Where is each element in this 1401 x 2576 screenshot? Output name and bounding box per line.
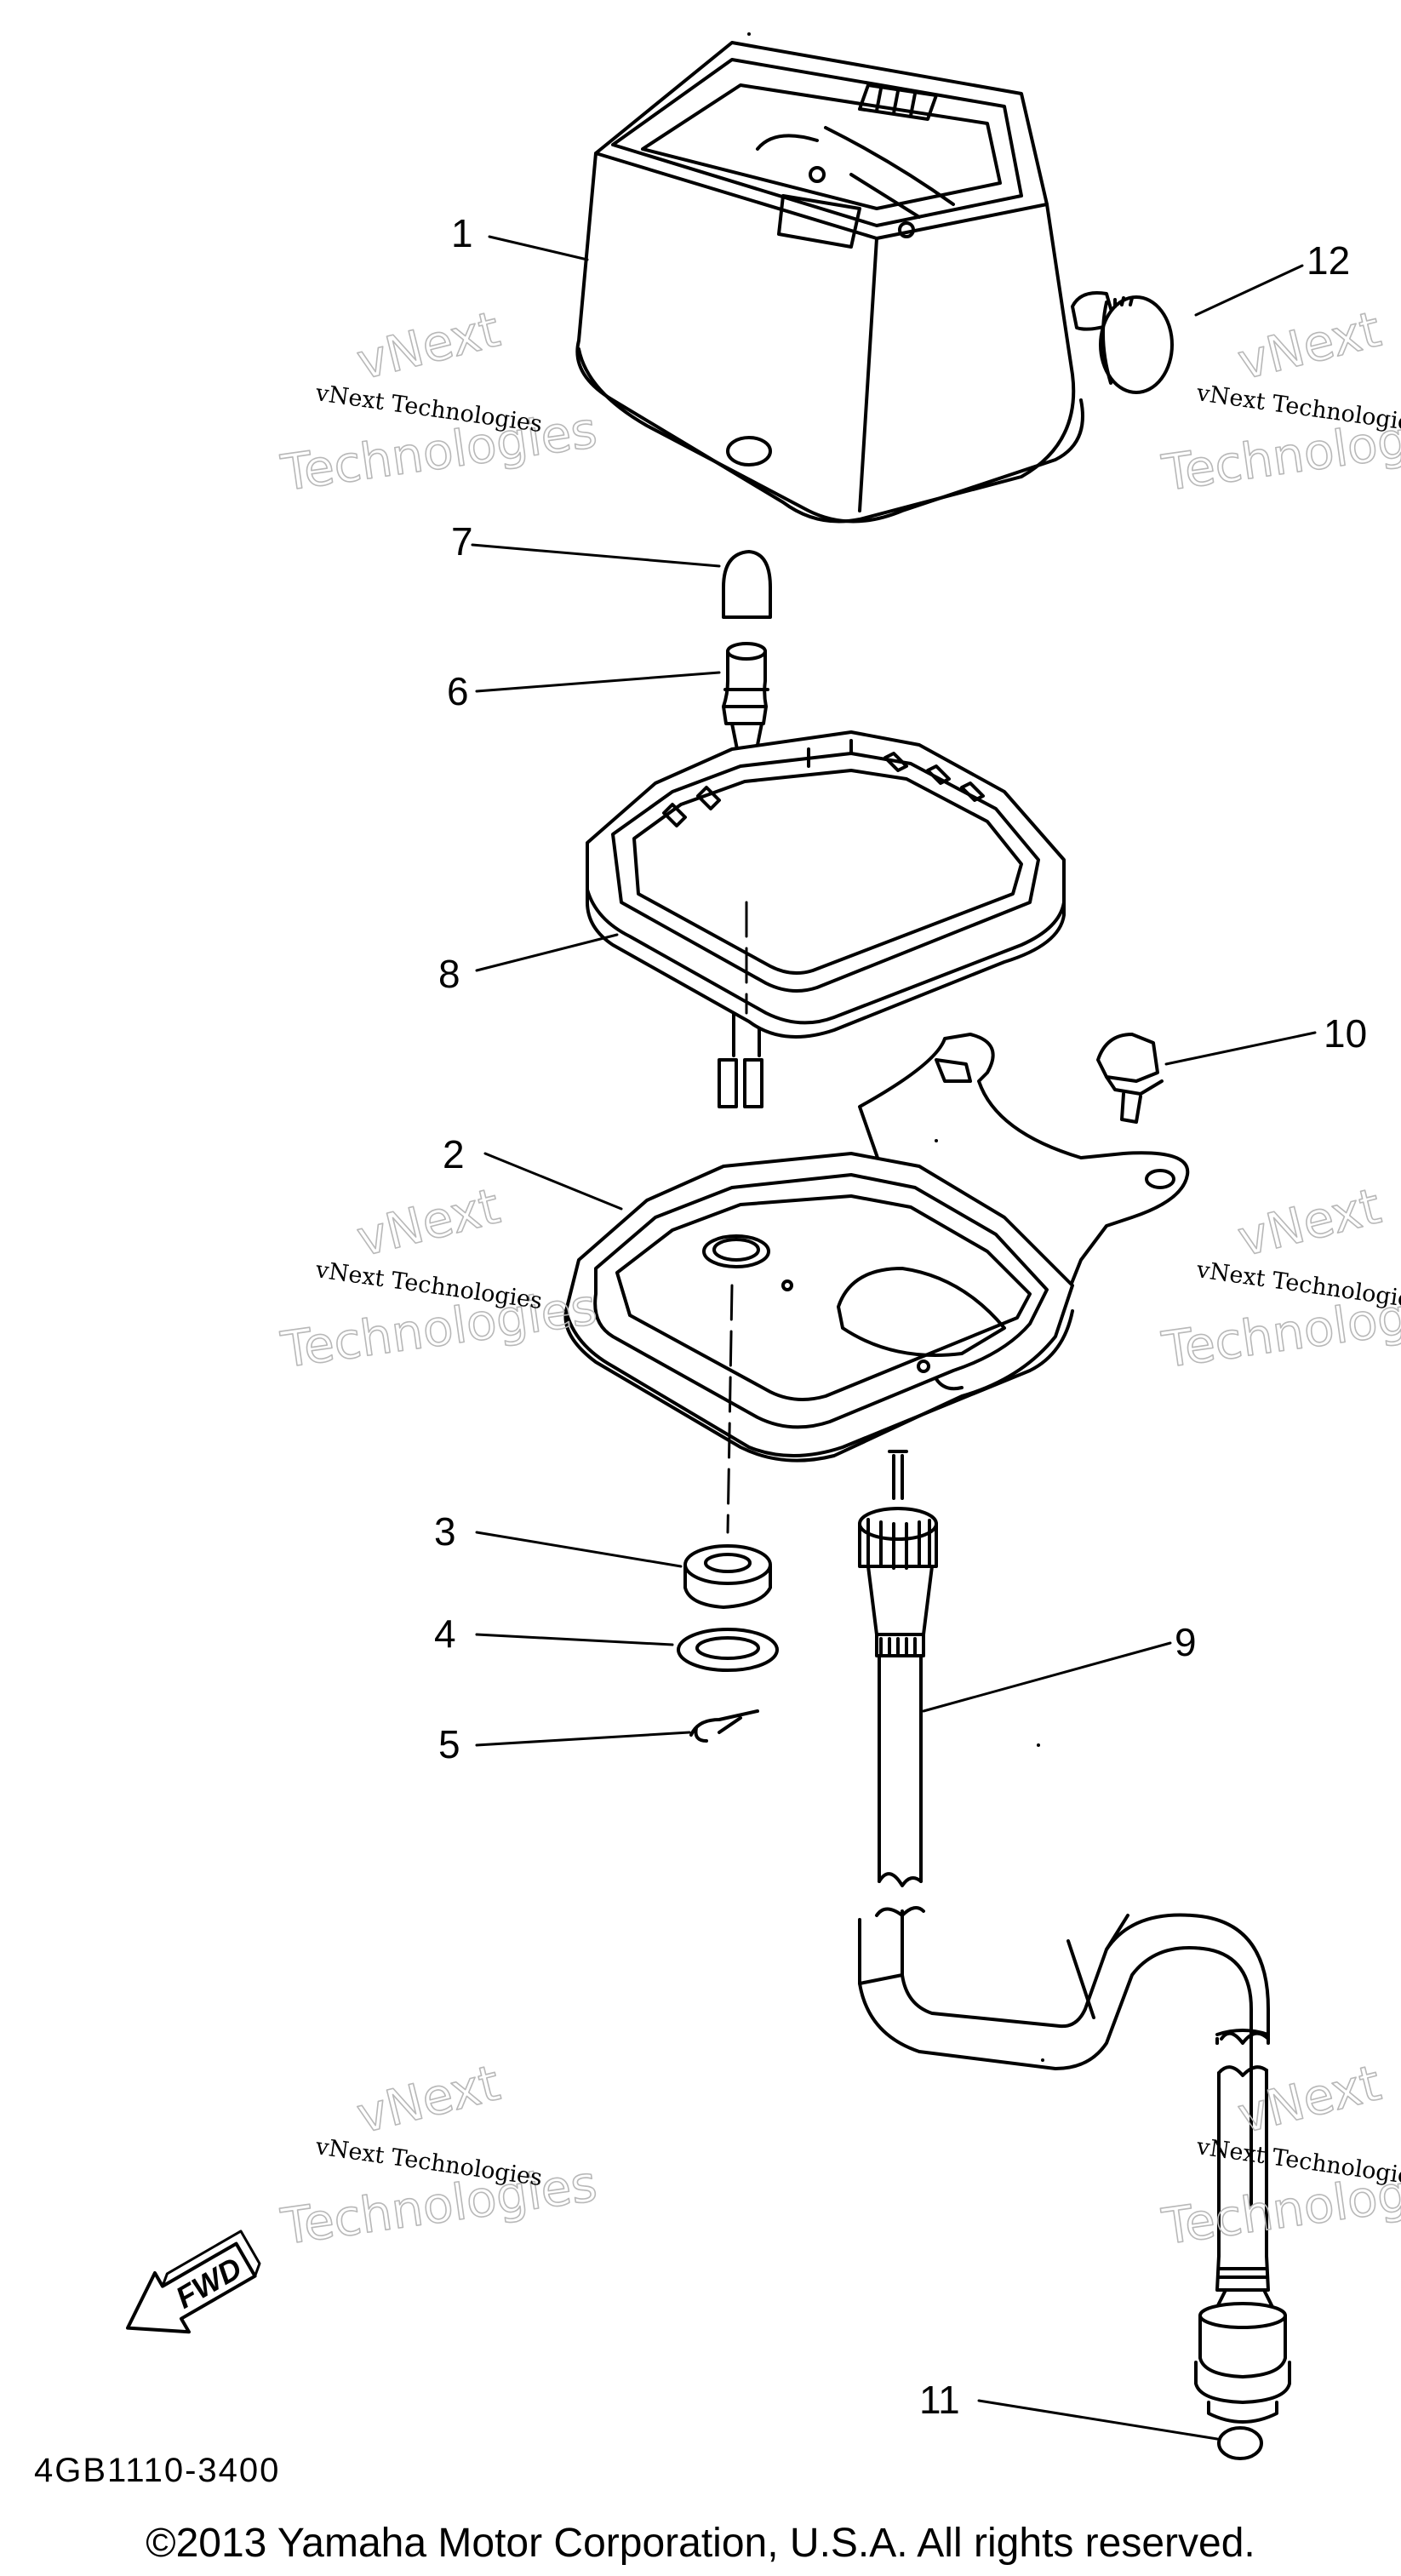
callout-9: 9 [1175, 1620, 1197, 1664]
meter-bracket-part [563, 1033, 1190, 1463]
washer-part [677, 1628, 779, 1672]
watermark-big-top: vNext [352, 300, 506, 391]
grommet-part [683, 1544, 772, 1609]
watermark: vNext Technologies vNext Technologies [277, 300, 601, 503]
bolt-part [1096, 1033, 1164, 1124]
watermark-big-top: vNext [352, 2053, 506, 2144]
watermark: vNext Technologies vNext Technologies [1158, 1176, 1401, 1380]
watermark: vNext Technologies vNext Technologies [1158, 2053, 1401, 2257]
callout-11: 11 [919, 2378, 960, 2422]
callout-5: 5 [438, 1722, 460, 1766]
watermark-big-top: vNext [1232, 300, 1387, 391]
scan-specks [747, 32, 1044, 2062]
watermark-big-top: vNext [352, 1176, 506, 1268]
callout-12: 12 [1307, 238, 1350, 283]
watermark-big-top: vNext [1232, 1176, 1387, 1268]
callout-1: 1 [451, 211, 473, 255]
callout-6: 6 [447, 669, 469, 713]
callout-2: 2 [443, 1132, 465, 1176]
cotter-pin-part [689, 1709, 759, 1743]
o-ring-part [1217, 2426, 1263, 2460]
callout-8: 8 [438, 952, 460, 996]
fwd-arrow-icon: FWD [126, 2230, 261, 2334]
copyright-notice: ©2013 Yamaha Motor Corporation, U.S.A. A… [146, 2521, 1255, 2566]
callout-4: 4 [434, 1611, 456, 1656]
callout-10: 10 [1324, 1011, 1367, 1056]
assembly-center-line [726, 901, 748, 1534]
callout-3: 3 [434, 1509, 456, 1554]
callout-7: 7 [451, 519, 473, 564]
watermark: vNext Technologies vNext Technologies [1158, 300, 1401, 503]
callout-numbers: 1 12 7 6 8 10 2 3 4 5 9 11 [434, 211, 1367, 2422]
watermark: vNext Technologies vNext Technologies [277, 1176, 601, 1380]
diagram-part-code: 4GB1110-3400 [34, 2452, 280, 2489]
bulb-part [722, 550, 772, 619]
leader-lines [471, 235, 1317, 2441]
meter-case-lower-part [586, 730, 1066, 1039]
speedometer-cable-part [858, 1450, 1291, 2424]
watermark: vNext Technologies vNext Technologies [277, 2053, 601, 2257]
meter-assembly-part [575, 41, 1174, 524]
